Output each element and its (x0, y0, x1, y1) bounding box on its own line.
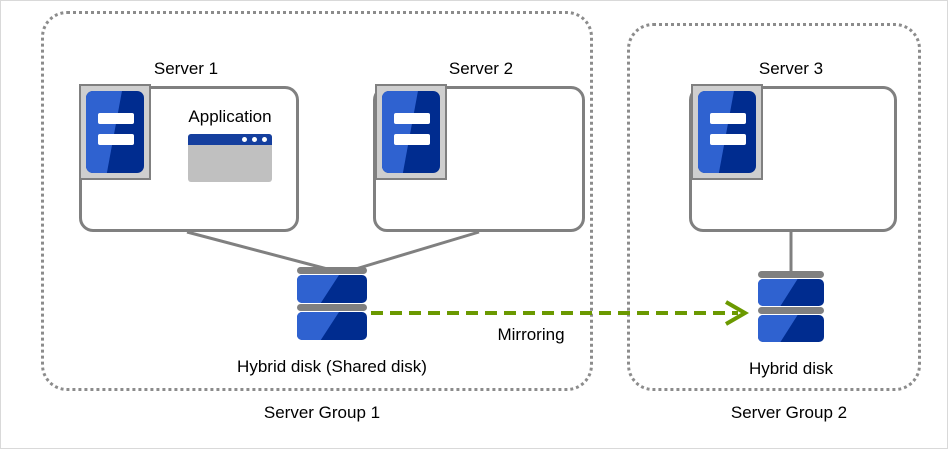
server2-machine-icon (375, 84, 447, 180)
shared-disk-label: Hybrid disk (Shared disk) (237, 357, 427, 376)
server3-machine-icon (691, 84, 763, 180)
server2-chassis (382, 91, 440, 173)
server-group-1-boundary (41, 11, 593, 391)
mirror-disk-plate-mid (758, 307, 824, 314)
mirroring-arrow (371, 300, 749, 326)
server2-led-bar-bottom (394, 134, 430, 145)
shared-disk-plate-top (297, 267, 367, 274)
server3-led-bar-bottom (710, 134, 746, 145)
server1-machine-icon (79, 84, 151, 180)
application-window-icon (188, 134, 272, 182)
application-window-dot-2 (252, 137, 257, 142)
server1-chassis-highlight (86, 91, 122, 173)
server-group-2-boundary (627, 23, 921, 391)
server1-chassis (86, 91, 144, 173)
shared-disk-slab-bottom (297, 312, 367, 340)
server3-led-bar-top (710, 113, 746, 124)
server-group-2-label: Server Group 2 (730, 403, 848, 422)
server3-title: Server 3 (758, 59, 824, 78)
application-window-dot-1 (242, 137, 247, 142)
server2-led-bar-top (394, 113, 430, 124)
connector-server2-to-shared-disk (348, 230, 480, 273)
server1-led-bar-bottom (98, 134, 134, 145)
server3-chassis (698, 91, 756, 173)
server2-chassis-highlight (382, 91, 418, 173)
shared-disk-slab-top (297, 275, 367, 303)
shared-disk-plate-mid (297, 304, 367, 311)
mirror-disk-icon (758, 271, 824, 343)
mirroring-label: Mirroring (497, 325, 565, 344)
mirror-disk-slab-bottom (758, 315, 824, 342)
server-group-1-label: Server Group 1 (263, 403, 381, 422)
mirror-disk-plate-top (758, 271, 824, 278)
application-window-dot-3 (262, 137, 267, 142)
application-title: Application (188, 107, 272, 126)
server2-title: Server 2 (448, 59, 514, 78)
shared-disk-icon (297, 267, 367, 340)
server1-led-bar-top (98, 113, 134, 124)
server1-title: Server 1 (153, 59, 219, 78)
mirror-disk-label: Hybrid disk (748, 359, 834, 378)
server3-chassis-highlight (698, 91, 734, 173)
connector-server1-to-shared-disk (186, 230, 336, 273)
mirror-disk-slab-top (758, 279, 824, 306)
application-window-titlebar (188, 134, 272, 145)
